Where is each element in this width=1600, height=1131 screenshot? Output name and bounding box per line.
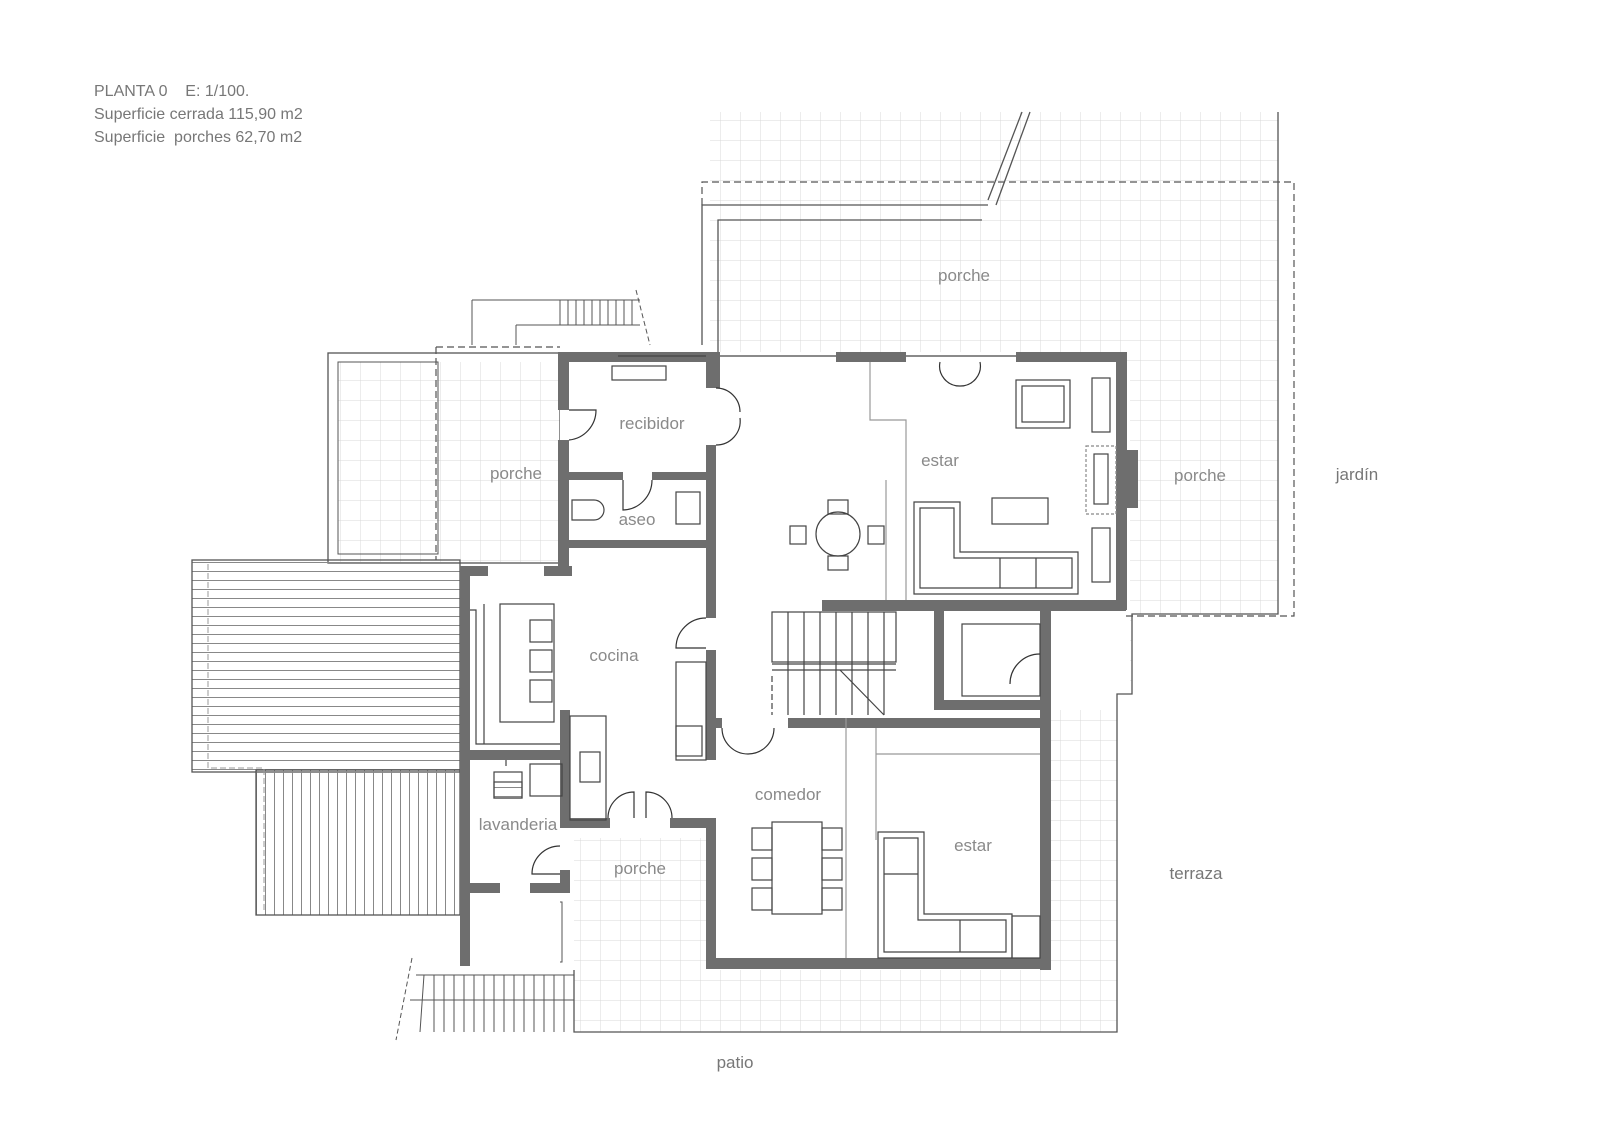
exterior-label-jardin: jardín bbox=[1335, 465, 1379, 484]
room-label-estar-lower: estar bbox=[954, 836, 992, 855]
doors bbox=[531, 361, 1041, 875]
surface-closed: Superficie cerrada 115,90 m2 bbox=[94, 106, 303, 123]
room-label-porche-north: porche bbox=[938, 266, 990, 285]
plan-header: PLANTA 0 E: 1/100. Superficie cerrada 11… bbox=[94, 80, 303, 149]
room-label-cocina: cocina bbox=[589, 646, 639, 665]
stairs-north bbox=[471, 289, 651, 346]
plan-title: PLANTA 0 E: 1/100. bbox=[94, 83, 250, 100]
room-label-estar-upper: estar bbox=[921, 451, 959, 470]
room-label-porche-east: porche bbox=[1174, 466, 1226, 485]
exterior-label-patio: patio bbox=[716, 1053, 754, 1072]
walls bbox=[460, 352, 1138, 970]
room-label-aseo: aseo bbox=[618, 510, 656, 529]
stairs-south bbox=[395, 957, 575, 1041]
surface-porches: Superficie porches 62,70 m2 bbox=[94, 129, 303, 146]
exterior-label-terraza: terraza bbox=[1169, 864, 1223, 883]
roof-outline bbox=[435, 181, 1295, 617]
room-label-recibidor: recibidor bbox=[619, 414, 685, 433]
deck-west bbox=[191, 559, 461, 916]
room-label-porche-south: porche bbox=[614, 859, 666, 878]
room-label-porche-west: porche bbox=[490, 464, 542, 483]
room-label-lavanderia: lavanderia bbox=[478, 815, 558, 834]
room-label-comedor: comedor bbox=[754, 785, 822, 804]
furniture bbox=[470, 355, 1117, 959]
